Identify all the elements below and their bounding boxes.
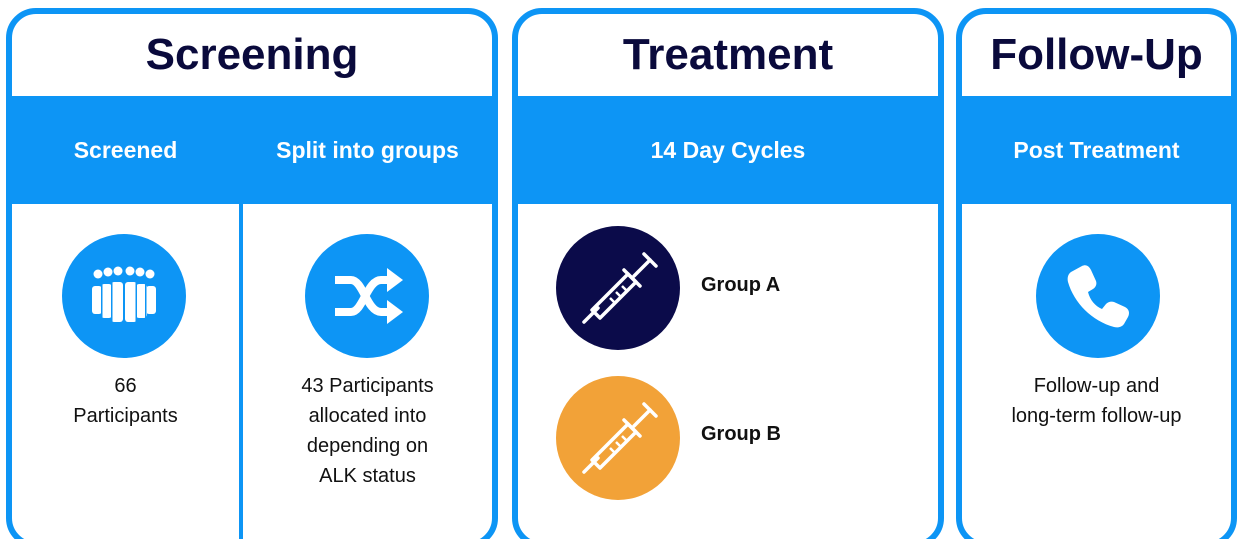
crowd-icon <box>92 266 156 322</box>
followup-header-band <box>962 96 1231 204</box>
followup-caption-line: long-term follow-up <box>1011 405 1182 427</box>
screened-icon-circle <box>62 234 186 358</box>
split-caption-line: ALK status <box>319 465 416 487</box>
screened-caption-line: 66 <box>114 375 137 397</box>
screened-header: Screened <box>73 136 178 163</box>
screening-header-band <box>12 96 492 204</box>
split-icon-circle <box>305 234 429 358</box>
screening-column-divider <box>239 96 243 539</box>
group-b-label: Group B <box>701 423 781 445</box>
split-caption-line: depending on <box>306 435 429 457</box>
phone-icon <box>1067 265 1129 328</box>
shuffle-icon <box>335 268 403 324</box>
treatment-header: 14 Day Cycles <box>650 136 806 163</box>
followup-header: Post Treatment <box>1013 136 1180 163</box>
followup-icon-circle <box>1036 234 1160 358</box>
followup-caption-line: Follow-up and <box>1033 375 1160 397</box>
split-caption-line: 43 Participants <box>301 375 434 397</box>
syringe-icon <box>582 402 658 474</box>
split-header: Split into groups <box>276 136 459 163</box>
followup-caption: Follow-up and long-term follow-up <box>962 371 1231 431</box>
treatment-title: Treatment <box>622 30 834 79</box>
split-caption-line: allocated into <box>308 405 427 427</box>
group-b-icon-circle <box>556 376 680 500</box>
followup-panel: Follow-Up Post Treatment Follow-up and l… <box>956 8 1237 539</box>
group-a-icon-circle <box>556 226 680 350</box>
group-a-label: Group A <box>701 274 781 296</box>
screened-caption-line: Participants <box>73 405 178 427</box>
screening-title: Screening <box>145 30 359 79</box>
treatment-panel: Treatment 14 Day Cycles Group A <box>512 8 944 539</box>
syringe-icon <box>582 252 658 324</box>
screened-caption: 66 Participants <box>12 371 239 431</box>
treatment-header-band <box>518 96 938 204</box>
split-caption: 43 Participants allocated into depending… <box>243 371 492 491</box>
screening-panel: Screening Screened Split into groups 66 … <box>6 8 498 539</box>
followup-title: Follow-Up <box>990 30 1203 79</box>
